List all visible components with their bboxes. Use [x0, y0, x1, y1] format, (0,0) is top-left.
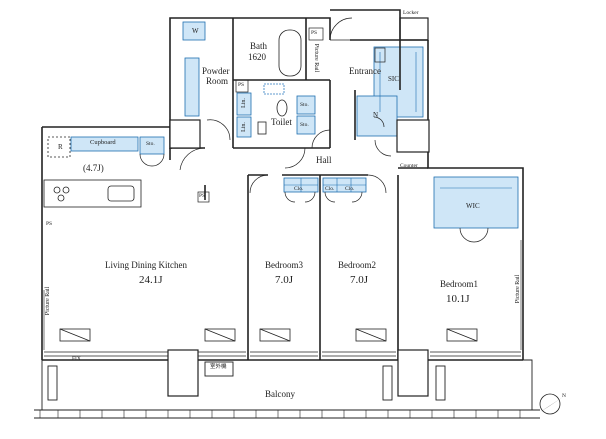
label-w: W	[192, 27, 199, 35]
lin-1	[236, 92, 252, 116]
label-sto-toilet-1: Sto.	[300, 102, 309, 108]
sanitary	[257, 29, 302, 135]
label-sto-ldk: Sto.	[146, 141, 155, 147]
label-ps-1: PS	[311, 30, 318, 36]
label-lin-2: Lin.	[241, 122, 247, 132]
label-clo-bed3: Clo.	[294, 186, 304, 192]
washer-shelf	[182, 21, 206, 41]
label-ps-3: PS	[46, 221, 53, 227]
label-picture-rail-entrance: Picture Rail	[313, 43, 319, 73]
n-closet-fill	[356, 95, 398, 137]
label-sto-toilet-2: Sto.	[300, 122, 309, 128]
room-size-bedroom1: 10.1J	[446, 293, 470, 305]
wic-fill	[433, 176, 519, 229]
label-cupboard: Cupboard	[90, 139, 116, 146]
label-clo-bed2-a: Clo.	[325, 186, 335, 192]
label-r: R	[58, 143, 63, 151]
ps-boxes	[197, 27, 386, 203]
ac-units	[59, 328, 478, 342]
windows	[43, 240, 522, 357]
storage-areas	[70, 21, 519, 229]
label-clo-bed2-b: Clo.	[345, 186, 355, 192]
doors	[139, 17, 489, 243]
room-label-bedroom2: Bedroom2	[338, 260, 376, 270]
room-label-ldk: Living Dining Kitchen	[105, 260, 187, 270]
label-ps-4: PS	[238, 82, 245, 88]
label-outdoor-unit: 室外機	[210, 364, 227, 370]
lin-2	[236, 116, 252, 138]
room-label-balcony: Balcony	[265, 389, 295, 399]
label-locker: Locker	[403, 10, 419, 16]
label-compass-n: N	[562, 393, 566, 399]
label-counter: Counter	[400, 163, 418, 169]
room-size-bath: 1620	[248, 52, 266, 62]
room-label-bath: Bath	[250, 41, 267, 51]
label-picture-rail-ldk: Picture Rail	[45, 286, 51, 316]
room-size-small: (4.7J)	[83, 163, 104, 173]
room-label-powder-line2: Room	[206, 76, 229, 86]
balcony	[34, 359, 540, 419]
label-lin-1: Lin.	[241, 98, 247, 108]
room-label-sic: SIC	[388, 75, 399, 83]
room-size-bedroom3: 7.0J	[275, 274, 294, 286]
room-size-bedroom2: 7.0J	[350, 274, 369, 286]
room-label-bedroom1: Bedroom1	[440, 279, 478, 289]
balcony-railing	[39, 410, 521, 418]
sto-ldk-fill	[139, 136, 165, 155]
label-fix: FIX	[72, 356, 81, 362]
cupboard-fill	[70, 136, 139, 152]
powder-shelf	[184, 57, 200, 117]
room-label-powder-line1: Powder	[202, 66, 230, 76]
columns	[167, 119, 430, 397]
label-picture-rail-bed1: Picture Rail	[515, 274, 521, 304]
sto-toilet1	[296, 95, 316, 115]
kitchen	[43, 136, 142, 208]
room-label-bedroom3: Bedroom3	[265, 260, 303, 270]
compass-icon	[539, 393, 563, 415]
room-label-wic: WIC	[466, 202, 480, 210]
room-label-hall: Hall	[316, 155, 332, 165]
room-size-ldk: 24.1J	[139, 274, 163, 286]
label-ps-2: PS	[199, 193, 206, 199]
room-label-toilet: Toilet	[271, 117, 292, 127]
sto-toilet2	[296, 115, 316, 135]
label-n: N	[373, 111, 379, 119]
room-label-entrance: Entrance	[349, 66, 381, 76]
